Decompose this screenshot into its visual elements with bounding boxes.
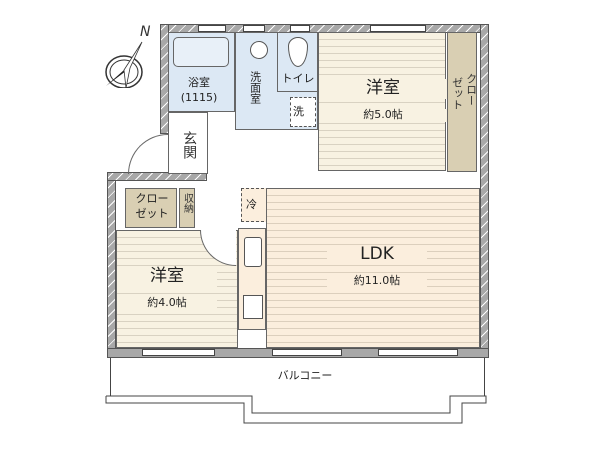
storage: 収納: [179, 188, 195, 228]
toilet-label: トイレ: [281, 72, 315, 85]
room2-label: 洋室: [117, 266, 217, 287]
balcony-outline: [105, 395, 487, 424]
kitchen-counter: [238, 228, 266, 330]
closet-1-label-b: ゼット: [450, 77, 464, 110]
north-label: N: [140, 24, 151, 40]
window-toilet: [290, 25, 310, 32]
window-room1: [370, 25, 426, 32]
hallway: [208, 130, 318, 190]
bath-size-label: (1115): [180, 91, 218, 104]
closet-2-label-a: クロー: [135, 192, 169, 205]
balcony: [110, 358, 485, 398]
fridge-label: 冷: [246, 198, 257, 211]
bathtub-icon: [173, 37, 229, 67]
closet-1: クロー ゼット: [447, 32, 478, 172]
window-bath: [198, 25, 226, 32]
closet-2-label-b: ゼット: [135, 207, 169, 220]
compass: N: [100, 24, 160, 89]
wall-right: [480, 24, 489, 358]
entrance-label: 玄関: [181, 131, 198, 159]
room1-area: 約5.0帖: [319, 108, 447, 122]
washroom-label: 洗面室: [248, 71, 262, 104]
bath-label: 浴室: [188, 76, 210, 89]
window-ldk-2: [378, 349, 458, 356]
sink-icon: [250, 41, 268, 59]
room2-area: 約4.0帖: [117, 296, 217, 310]
washer-label: 洗: [293, 105, 304, 118]
entrance: 玄関: [168, 112, 208, 174]
room1-label: 洋室: [319, 78, 447, 99]
storage-label: 収納: [181, 193, 193, 213]
wall-left-lower: [107, 172, 116, 358]
bath-room: 浴室 (1115): [168, 32, 235, 112]
washer-space: 洗: [290, 97, 316, 127]
window-room2: [142, 349, 215, 356]
stove-icon: [243, 295, 263, 319]
compass-icon: [105, 41, 143, 89]
ldk-area: 約11.0帖: [327, 274, 427, 288]
ldk-label: LDK: [327, 244, 427, 265]
closet-1-label-a: クロー: [464, 73, 478, 106]
window-ldk-1: [272, 349, 342, 356]
fridge-space: 冷: [241, 188, 269, 222]
toilet-icon: [288, 37, 308, 67]
hall-room1-door: [318, 170, 446, 184]
closet-2: クロー ゼット: [125, 188, 177, 228]
sink-basin-icon: [244, 237, 262, 267]
ldk: LDK 約11.0帖: [266, 188, 480, 348]
western-room-1: 洋室 約5.0帖: [318, 32, 447, 182]
window-wash: [243, 25, 265, 32]
toilet-room: トイレ: [277, 32, 318, 92]
entrance-door-arc[interactable]: [128, 134, 168, 174]
balcony-label: バルコニー: [277, 369, 333, 382]
